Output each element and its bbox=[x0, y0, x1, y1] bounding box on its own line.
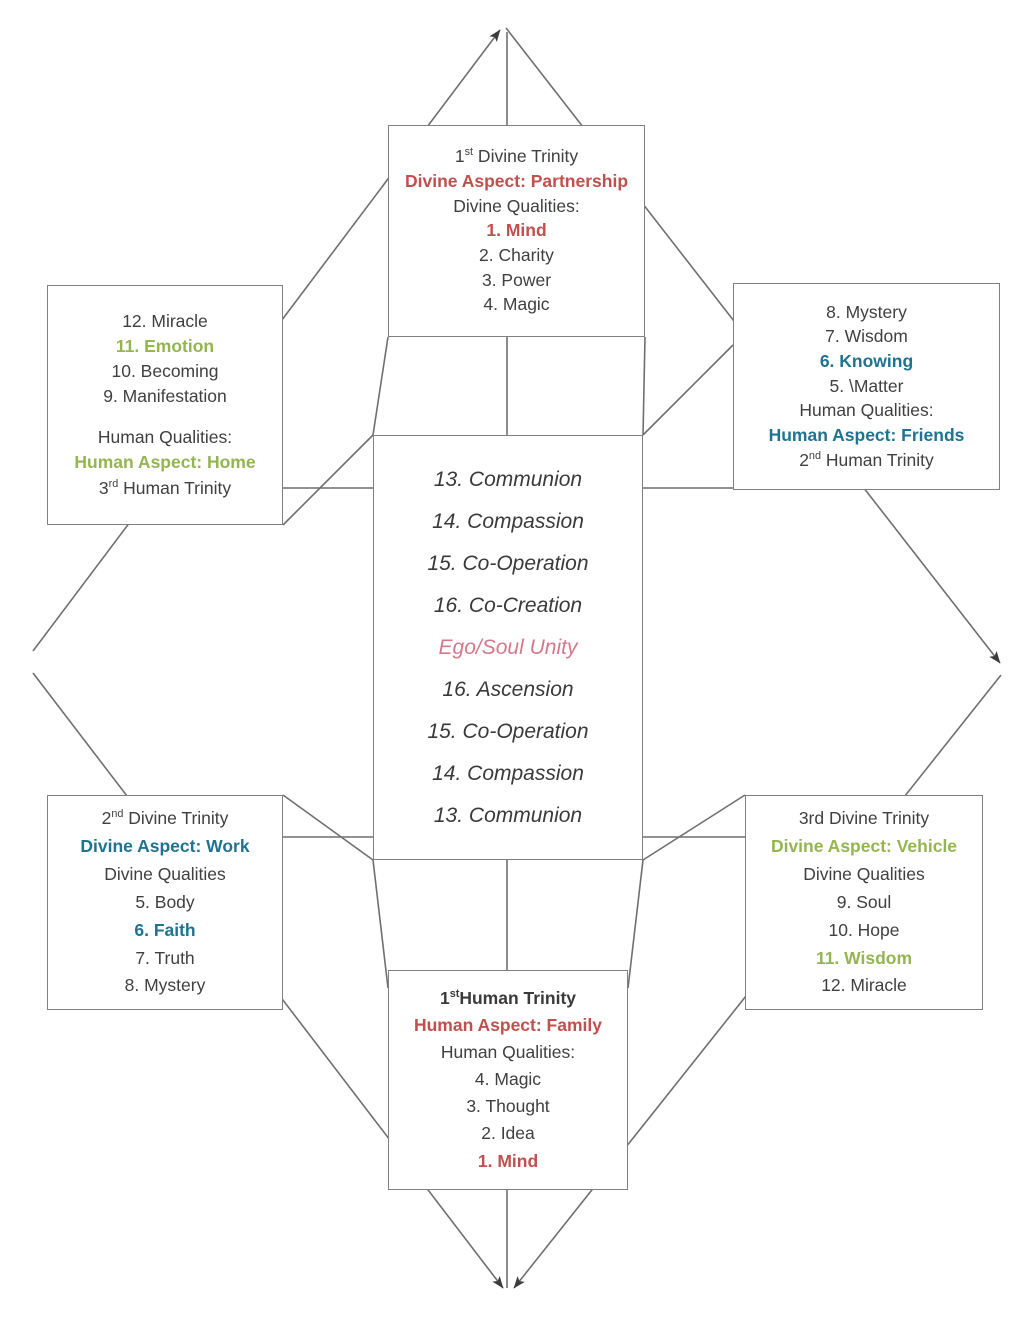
left-box-title: 3rd Human Trinity bbox=[98, 477, 232, 498]
box-first-divine-trinity[interactable]: 1st Divine Trinity Divine Aspect: Partne… bbox=[388, 125, 645, 337]
left-box-qualities-label: Human Qualities: bbox=[97, 427, 233, 448]
center-upper-2: 14. Compassion bbox=[432, 510, 584, 533]
right-box-item-3: 6. Knowing bbox=[819, 351, 914, 372]
center-upper-4: 16. Co-Creation bbox=[433, 594, 583, 617]
br-box-item-2: 10. Hope bbox=[828, 919, 900, 940]
br-box-item-4: 12. Miracle bbox=[821, 975, 907, 996]
box-second-human-trinity[interactable]: 8. Mystery 7. Wisdom 6. Knowing 5. \Matt… bbox=[733, 283, 1000, 490]
bl-box-item-1: 5. Body bbox=[135, 891, 195, 912]
bottom-box-item-4: 1. Mind bbox=[477, 1150, 539, 1171]
top-box-item-4: 4. Magic bbox=[483, 294, 550, 315]
br-box-item-1: 9. Soul bbox=[836, 891, 892, 912]
box-third-human-trinity[interactable]: 12. Miracle 11. Emotion 10. Becoming 9. … bbox=[47, 285, 283, 525]
line-center-left-to-bottombox-left bbox=[372, 859, 389, 989]
left-box-item-4: 9. Manifestation bbox=[103, 386, 227, 407]
bottom-box-item-2: 3. Thought bbox=[466, 1096, 550, 1117]
bl-box-qualities-label: Divine Qualities bbox=[104, 863, 226, 884]
bl-box-aspect: Divine Aspect: Work bbox=[80, 836, 250, 856]
box-second-divine-trinity[interactable]: 2nd Divine Trinity Divine Aspect: Work D… bbox=[47, 795, 283, 1010]
box-third-divine-trinity[interactable]: 3rd Divine Trinity Divine Aspect: Vehicl… bbox=[745, 795, 983, 1010]
top-box-item-1: 1. Mind bbox=[486, 220, 547, 241]
br-box-item-3: 11. Wisdom bbox=[815, 947, 913, 968]
center-lower-3: 14. Compassion bbox=[432, 762, 584, 785]
bottom-box-item-3: 2. Idea bbox=[481, 1123, 535, 1144]
right-box-qualities-label: Human Qualities: bbox=[799, 400, 934, 421]
right-box-item-2: 7. Wisdom bbox=[825, 326, 908, 347]
left-box-item-1: 12. Miracle bbox=[122, 310, 208, 331]
line-center-right-to-bottombox-right bbox=[627, 859, 644, 989]
line-topbox-right-to-center-right bbox=[642, 336, 646, 436]
line-center-bottomright-to-bottomrightbox bbox=[642, 794, 746, 861]
center-unity-label: Ego/Soul Unity bbox=[438, 636, 578, 659]
br-box-title: 3rd Divine Trinity bbox=[798, 808, 930, 829]
line-center-bottomleft-to-bottomleftbox bbox=[282, 794, 374, 861]
bottom-box-item-1: 4. Magic bbox=[474, 1069, 542, 1090]
right-box-item-1: 8. Mystery bbox=[826, 301, 907, 322]
center-lower-2: 15. Co-Operation bbox=[427, 720, 589, 743]
br-box-aspect: Divine Aspect: Vehicle bbox=[770, 836, 958, 856]
bottom-box-aspect: Human Aspect: Family bbox=[413, 1015, 602, 1036]
box-first-human-trinity[interactable]: 1stHuman Trinity Human Aspect: Family Hu… bbox=[388, 970, 628, 1190]
right-box-aspect: Human Aspect: Friends bbox=[768, 425, 965, 446]
top-box-qualities-label: Divine Qualities: bbox=[453, 195, 580, 216]
right-box-title: 2nd Human Trinity bbox=[799, 449, 934, 470]
center-upper-3: 15. Co-Operation bbox=[427, 552, 589, 575]
top-box-item-2: 2. Charity bbox=[479, 244, 554, 265]
bl-box-item-3: 7. Truth bbox=[135, 947, 195, 968]
line-center-topleft-to-leftbox bbox=[282, 434, 374, 526]
bottom-box-qualities-label: Human Qualities: bbox=[440, 1042, 576, 1063]
center-upper-1: 13. Communion bbox=[433, 468, 583, 491]
right-box-item-4: 5. \Matter bbox=[829, 375, 904, 396]
left-box-aspect: Human Aspect: Home bbox=[74, 452, 256, 473]
top-box-title: 1st Divine Trinity bbox=[454, 146, 579, 167]
line-center-topright-to-rightbox bbox=[642, 344, 734, 436]
box-ego-soul-unity[interactable]: 13. Communion 14. Compassion 15. Co-Oper… bbox=[373, 435, 643, 860]
line-topbox-left-to-center-left bbox=[372, 336, 389, 436]
bl-box-item-4: 8. Mystery bbox=[124, 975, 206, 996]
br-box-qualities-label: Divine Qualities bbox=[803, 863, 925, 884]
center-lower-1: 16. Ascension bbox=[442, 678, 574, 701]
left-box-item-2: 11. Emotion bbox=[115, 336, 215, 357]
top-box-aspect: Divine Aspect: Partnership bbox=[404, 170, 629, 191]
bottom-box-title: 1stHuman Trinity bbox=[439, 987, 577, 1008]
left-box-item-3: 10. Becoming bbox=[111, 361, 219, 382]
center-lower-4: 13. Communion bbox=[433, 804, 583, 827]
top-box-item-3: 3. Power bbox=[481, 269, 552, 290]
bl-box-title: 2nd Divine Trinity bbox=[101, 808, 229, 829]
bl-box-item-2: 6. Faith bbox=[134, 919, 196, 940]
